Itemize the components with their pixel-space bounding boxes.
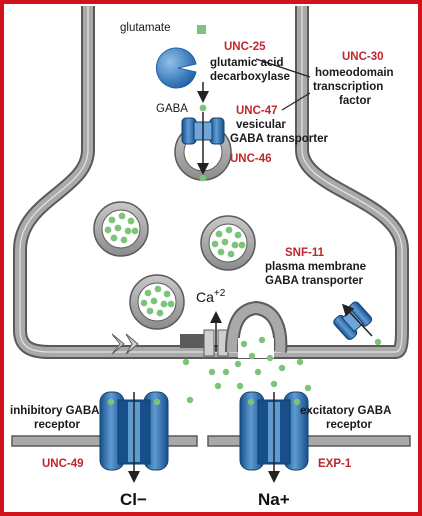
exp1-receptor-icon	[239, 391, 309, 471]
unc30-pointer-1	[255, 58, 311, 78]
excitatory-receptor-label-line2: receptor	[326, 419, 373, 431]
homeodomain-label-line1: homeodomain	[315, 67, 394, 79]
chloride-ion-label: Cl−	[120, 490, 147, 509]
unc49-label: UNC-49	[42, 458, 84, 470]
unc46-label: UNC-46	[230, 153, 272, 165]
glutamate-label: glutamate	[120, 22, 171, 34]
vgat-label-line2: GABA transporter	[230, 133, 328, 145]
inhibitory-receptor-label-line2: receptor	[34, 419, 81, 431]
green-square-icon	[197, 25, 206, 34]
excitatory-receptor-label-line1: excitatory GABA	[300, 405, 391, 417]
gaba-dots-vesicle-docked	[140, 285, 175, 317]
gaba-label: GABA	[156, 103, 188, 115]
unc30-pointer-2	[281, 92, 311, 111]
snf11-label: SNF-11	[285, 247, 325, 259]
postsynaptic-membrane	[11, 435, 411, 447]
gaba-molecule	[199, 104, 207, 112]
inhibitory-receptor-label-line1: inhibitory GABA	[10, 405, 99, 417]
gaba-dots-cleft	[182, 336, 382, 404]
unc25-label: UNC-25	[224, 41, 266, 53]
gad-label-line1: glutamic acid	[210, 57, 284, 69]
reuptake-arrow	[341, 303, 373, 337]
sodium-ion-label: Na+	[258, 490, 290, 509]
pmt-label-line2: GABA transporter	[265, 275, 363, 287]
unc47-transporter-icon	[181, 117, 225, 145]
pmt-label-line1: plasma membrane	[265, 261, 366, 273]
unc47-label: UNC-47	[236, 105, 278, 117]
gaba-dots-vesicle-2	[211, 226, 246, 258]
homeodomain-label-line3: factor	[339, 95, 371, 107]
homeodomain-label-line2: transcription	[313, 81, 383, 93]
unc30-label: UNC-30	[342, 51, 384, 63]
exp1-label: EXP-1	[318, 458, 352, 470]
calcium-label: Ca+2	[196, 288, 226, 305]
gaba-dots-vesicle-1	[104, 212, 139, 244]
active-zone	[111, 329, 229, 357]
pacman-enzyme-icon	[155, 47, 197, 89]
gad-label-line2: decarboxylase	[210, 71, 290, 83]
vgat-label-line1: vesicular	[236, 119, 286, 131]
calcium-channel	[203, 329, 215, 357]
